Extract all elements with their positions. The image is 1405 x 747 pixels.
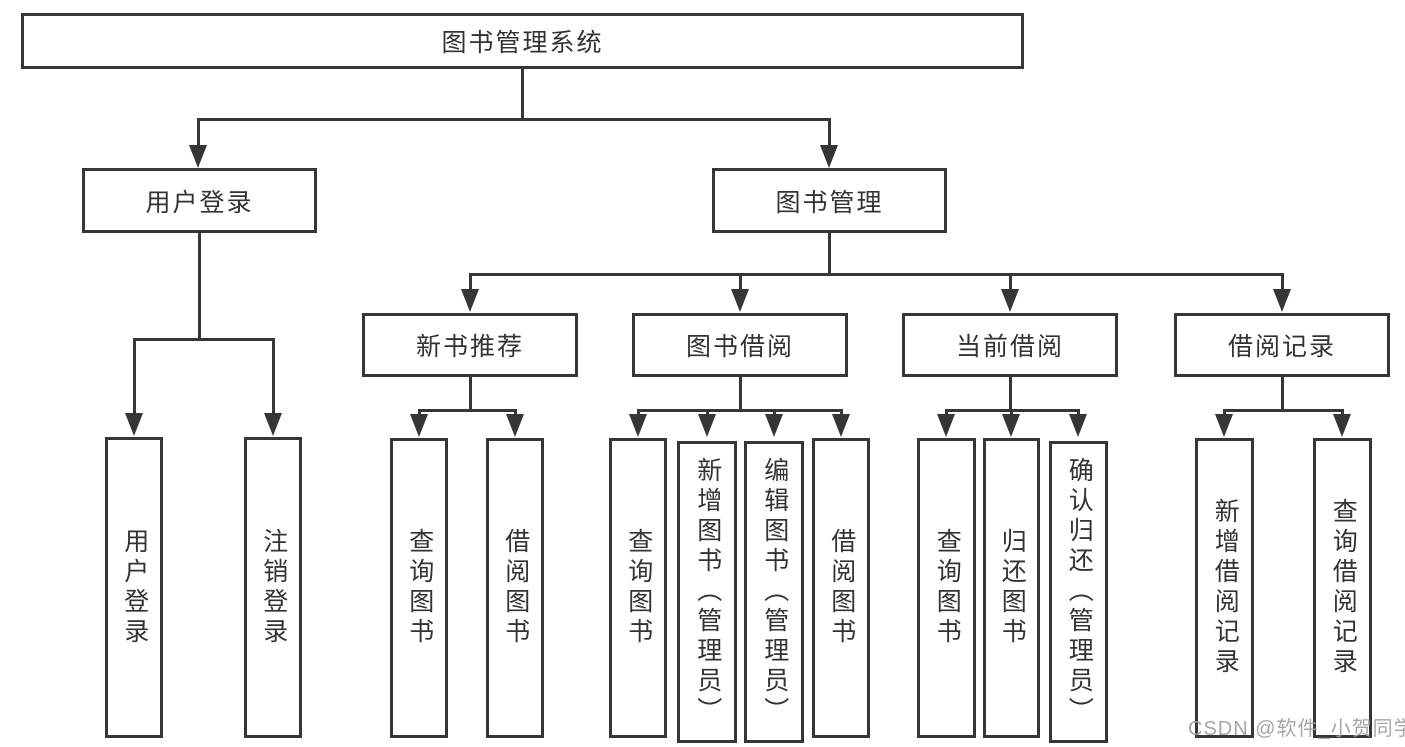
connector-line [706,409,709,417]
connector-line [469,377,472,409]
connector-line [739,377,742,409]
arrowhead-down [820,145,838,168]
arrowhead-down [937,414,955,437]
connector-line [469,273,472,291]
node-current-borrow: 当前借阅 [902,313,1118,377]
node-book-borrow: 图书借阅 [632,313,848,377]
connector-line [637,409,843,412]
connector-line [1341,409,1344,417]
leaf-query-books-current: 查询图书 [917,438,976,738]
arrowhead-down [1002,414,1020,437]
arrowhead-down [1215,414,1233,437]
arrowhead-down [698,414,716,437]
connector-line [1009,273,1012,291]
connector-line [418,409,421,417]
connector-line [1009,377,1012,409]
connector-line [1223,409,1344,412]
arrowhead-down [1001,289,1019,312]
connector-line [514,409,517,417]
arrowhead-down [264,413,282,436]
arrowhead-down [410,414,428,437]
connector-line [521,69,524,118]
csdn-watermark: CSDN @软件_小贺同学 [1188,718,1405,740]
leaf-query-books-recommend: 查询图书 [390,438,448,738]
leaf-query-books-borrow: 查询图书 [609,438,667,738]
connector-line [1223,409,1226,417]
connector-line [773,409,776,417]
connector-line [197,118,831,121]
connector-line [637,409,640,417]
arrowhead-down [1273,289,1291,312]
arrowhead-down [1333,414,1351,437]
leaf-borrow-books-recommend: 借阅图书 [486,438,544,738]
leaf-logout: 注销登录 [244,437,302,738]
arrowhead-down [189,145,207,168]
arrowhead-down [731,289,749,312]
node-user-login: 用户登录 [82,168,317,233]
leaf-add-book-admin: 新增图书（管理员） [677,441,737,743]
node-book-management: 图书管理 [712,168,947,233]
leaf-user-login: 用户登录 [105,437,163,738]
connector-line [469,273,1284,276]
arrowhead-down [832,414,850,437]
node-new-book-recommend: 新书推荐 [362,313,578,377]
connector-line [1281,377,1284,409]
arrowhead-down [1069,414,1087,437]
node-system-root: 图书管理系统 [21,13,1024,69]
connector-line [1010,409,1013,417]
connector-line [945,409,948,417]
arrowhead-down [629,414,647,437]
connector-line [828,118,831,147]
connector-line [133,338,275,341]
arrowhead-down [461,289,479,312]
connector-line [197,118,200,147]
connector-line [418,409,517,412]
connector-line [272,338,275,415]
connector-line [198,233,201,338]
arrowhead-down [125,413,143,436]
leaf-edit-book-admin: 编辑图书（管理员） [744,441,804,743]
leaf-confirm-return-admin: 确认归还（管理员） [1049,441,1108,743]
node-borrow-records: 借阅记录 [1174,313,1390,377]
connector-line [840,409,843,417]
leaf-add-borrow-record: 新增借阅记录 [1195,438,1254,738]
connector-line [1077,409,1080,417]
arrowhead-down [765,414,783,437]
connector-line [828,233,831,273]
arrowhead-down [506,414,524,437]
leaf-borrow-books: 借阅图书 [812,438,870,738]
connector-line [739,273,742,291]
leaf-query-borrow-record: 查询借阅记录 [1313,438,1372,738]
connector-line [133,338,136,415]
leaf-return-book: 归还图书 [983,438,1040,738]
connector-line [1281,273,1284,291]
